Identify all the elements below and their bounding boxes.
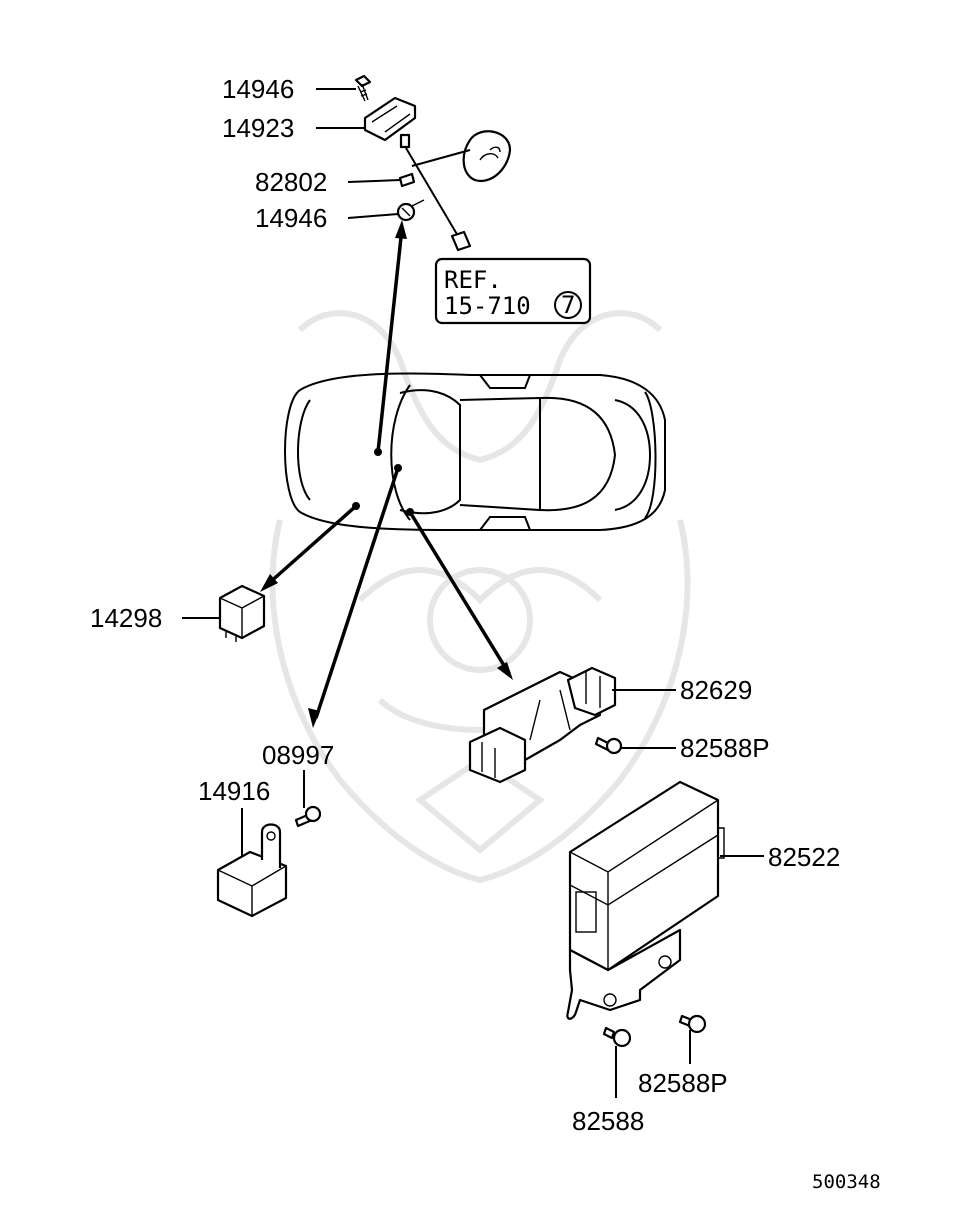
label-08997[interactable]: 08997 [262,740,334,770]
sensor-bracket [411,130,512,183]
label-82802[interactable]: 82802 [255,167,327,197]
relay-14916[interactable] [216,823,288,918]
ref-line2: 15-710 [444,292,531,320]
ecu-82522[interactable] [566,780,725,1020]
car-outline [284,372,666,531]
reference-box[interactable]: REF. 15-710 7 [434,257,592,325]
location-arrows [260,220,513,728]
label-82629[interactable]: 82629 [680,675,752,705]
screw-82588[interactable] [602,1026,632,1048]
ref-line1: REF. [444,266,502,294]
ref-arrowhead [450,230,472,252]
figure-id: 500348 [812,1171,881,1193]
bracket-82629[interactable] [468,666,617,784]
clip-82802[interactable] [398,172,416,188]
screw-82588P-upper[interactable] [594,736,623,755]
screw-82588P-lower[interactable] [678,1014,707,1034]
label-82588P-lower[interactable]: 82588P [638,1068,728,1098]
label-14946-top[interactable]: 14946 [222,74,294,104]
label-14923[interactable]: 14923 [222,113,294,143]
label-82588P-upper[interactable]: 82588P [680,733,770,763]
label-14298[interactable]: 14298 [90,603,162,633]
relay-14298[interactable] [218,584,266,642]
sensor-14923[interactable] [363,96,417,149]
label-14916[interactable]: 14916 [198,776,270,806]
label-14946-lower[interactable]: 14946 [255,203,327,233]
label-82588[interactable]: 82588 [572,1106,644,1136]
leader-lines [182,88,764,1098]
label-82522[interactable]: 82522 [768,842,840,872]
watermark-emblem [269,310,691,884]
ref-leader [405,147,459,237]
screw-14946-top[interactable] [354,74,372,102]
screw-14946-lower[interactable] [396,199,425,222]
ref-circled-number: 7 [561,291,575,319]
screw-08997[interactable] [294,805,322,828]
